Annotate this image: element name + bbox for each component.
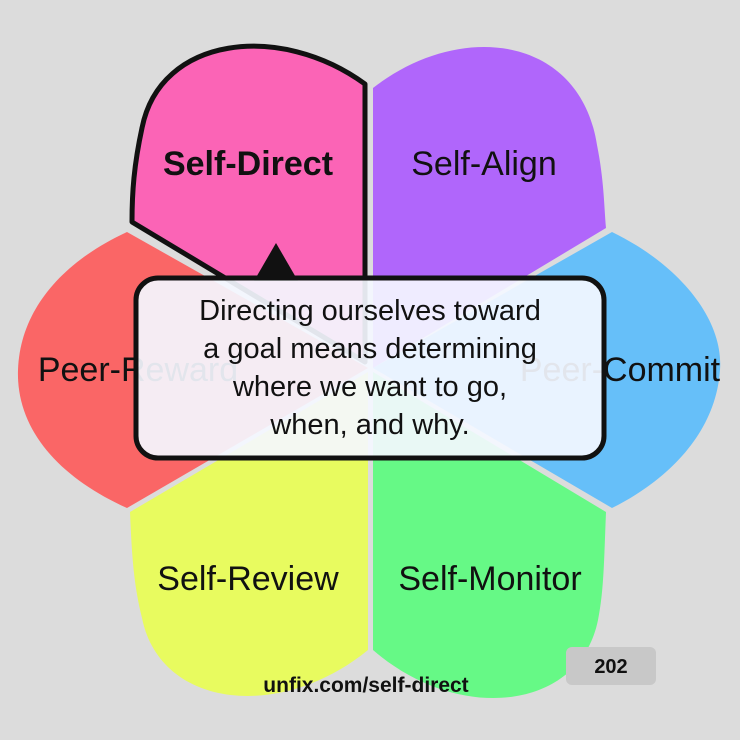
callout-line-3: where we want to go, (232, 371, 507, 403)
callout-line-2: a goal means determining (203, 333, 537, 365)
petal-label-self-monitor: Self-Monitor (398, 560, 581, 598)
callout-tooltip: Directing ourselves toward a goal means … (133, 243, 607, 461)
page-number-badge: 202 (566, 647, 656, 685)
footer-url-link[interactable]: unfix.com/self-direct (263, 674, 468, 697)
callout-line-1: Directing ourselves toward (199, 295, 541, 327)
callout-pointer (254, 243, 298, 281)
callout-box (133, 275, 607, 461)
page-number: 202 (594, 656, 627, 678)
petal-label-self-align: Self-Align (411, 145, 557, 183)
petal-label-self-direct: Self-Direct (163, 145, 333, 183)
page-number-box (566, 647, 656, 685)
petal-label-self-review: Self-Review (157, 560, 339, 598)
callout-line-4: when, and why. (269, 409, 469, 441)
